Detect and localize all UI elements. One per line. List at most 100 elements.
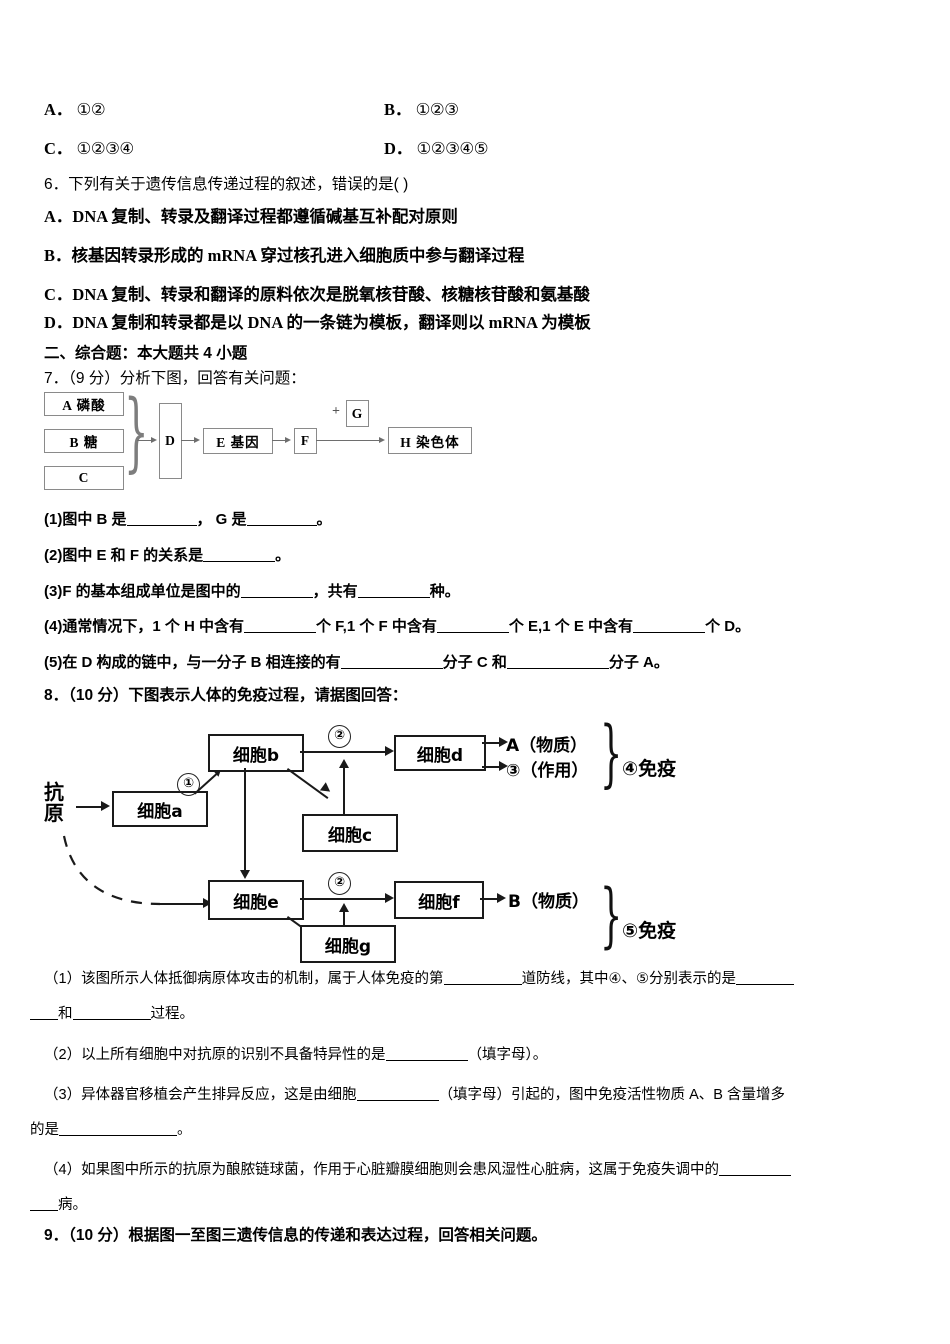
q5-option-a-text: ①② xyxy=(76,100,106,119)
q8-item-1-blank-4[interactable] xyxy=(72,1005,151,1021)
q8-item-1-blank-2[interactable] xyxy=(736,970,795,986)
q7-stem: 7．（9 分）分析下图，回答有关问题： xyxy=(44,370,306,387)
q7-arrow-d-to-e xyxy=(181,440,195,441)
q8-item-1-text-2: 道防线，其中④、⑤分别表示的是 xyxy=(521,971,737,987)
q7-box-d: D xyxy=(159,403,182,479)
q8-item-2: （2）以上所有细胞中对抗原的识别不具备特异性的是 （填字母）。 xyxy=(44,1043,547,1064)
q8-brace-bottom: } xyxy=(600,874,623,956)
q6-option-a-label: A． xyxy=(44,207,73,226)
q5-option-c-text: ①②③④ xyxy=(76,139,135,158)
q5-option-row-cd: C． ①②③④ D． ①②③④⑤ xyxy=(44,135,724,159)
q7-arrow-e-to-f xyxy=(272,440,286,441)
q8-arrowhead-d-to-a xyxy=(499,737,508,747)
q8-line-e-to-f xyxy=(300,898,386,900)
q8-item-1-text-1: （1）该图所示人体抵御病原体攻击的机制，属于人体免疫的第 xyxy=(44,971,444,987)
q5-option-a-label: A． xyxy=(44,100,73,119)
q8-item-3-blank-1[interactable] xyxy=(356,1086,439,1102)
q7-item-4-pre: (4)通常情况下，1 个 H 中含有 xyxy=(44,618,245,635)
q5-option-d: D． ①②③④⑤ xyxy=(384,135,724,159)
q7-item-5-pre: (5)在 D 构成的链中，与一分子 B 相连接的有 xyxy=(44,654,341,671)
q8-item-4-blank-2[interactable] xyxy=(30,1196,58,1212)
q7-diagram: A 磷酸 B 糖 C } D E 基因 F + G H 染色体 xyxy=(44,382,472,496)
q8-arrowhead-e-to-f xyxy=(385,893,394,903)
q6-stem: 6．下列有关于遗传信息传递过程的叙述，错误的是( ) xyxy=(44,176,409,193)
q7-item-1: (1)图中 B 是， G 是。 xyxy=(44,508,332,529)
q7-item-2-post: 。 xyxy=(275,547,291,564)
q7-item-5-blank-1[interactable] xyxy=(340,654,443,670)
q7-arrowhead-brace-to-d xyxy=(151,436,157,443)
q8-arrowhead-g-up xyxy=(339,903,349,912)
q8-item-1-text-3: 和 xyxy=(58,1006,73,1022)
q7-item-5: (5)在 D 构成的链中，与一分子 B 相连接的有分子 C 和分子 A。 xyxy=(44,651,669,672)
q7-item-5-post: 分子 A。 xyxy=(608,654,669,671)
q7-arrowhead-e-to-f xyxy=(285,436,291,443)
q8-step-2-marker-top: ② xyxy=(328,725,351,748)
q7-item-4-blank-3[interactable] xyxy=(633,618,706,634)
q7-item-4-blank-2[interactable] xyxy=(436,618,509,634)
q7-item-5-blank-2[interactable] xyxy=(506,654,609,670)
q5-option-a: A． ①② xyxy=(44,96,384,120)
q8-item-1-blank-1[interactable] xyxy=(443,970,522,986)
q8-item-2-text-2: （填字母）。 xyxy=(467,1047,548,1063)
q5-option-row-ab: A． ①② B． ①②③ xyxy=(44,96,724,120)
q8-item-2-blank-1[interactable] xyxy=(385,1046,468,1062)
q7-item-4-blank-1[interactable] xyxy=(244,618,317,634)
q8-dashed-path xyxy=(62,835,161,906)
q8-item-1-blank-3[interactable] xyxy=(30,1005,58,1021)
q7-item-3: (3)F 的基本组成单位是图中的，共有种。 xyxy=(44,580,460,601)
q7-item-4-post: 个 E,1 个 E 中含有 xyxy=(508,618,634,635)
q8-arrow-dashed-to-e xyxy=(156,903,204,905)
q8-box-cell-a: 细胞a xyxy=(112,791,208,827)
q8-arrowhead-b-to-d xyxy=(385,746,394,756)
q8-line-f-to-b xyxy=(480,898,498,900)
q7-box-h-chromosome: H 染色体 xyxy=(388,427,472,454)
q8-brace-top-label: ④免疫 xyxy=(622,758,677,780)
q7-item-1-blank-2[interactable] xyxy=(246,511,317,527)
q8-item-3-text-4: 。 xyxy=(177,1122,192,1138)
q7-item-1-blank-1[interactable] xyxy=(126,511,197,527)
q8-box-cell-d: 细胞d xyxy=(394,735,486,771)
q8-step-2-marker-bottom: ② xyxy=(328,872,351,895)
q7-box-a-phosphate: A 磷酸 xyxy=(44,392,124,416)
q7-item-1-post: 。 xyxy=(316,511,332,528)
q6-option-c: C． DNA 复制、转录和翻译的原料依次是脱氧核苷酸、核糖核苷酸和氨基酸 xyxy=(44,281,590,305)
q6-option-c-text: DNA 复制、转录和翻译的原料依次是脱氧核苷酸、核糖核苷酸和氨基酸 xyxy=(72,285,590,304)
q8-item-1-text-4: 过程。 xyxy=(150,1006,195,1022)
q6-option-c-label: C． xyxy=(44,285,73,304)
q6-option-b-label: B． xyxy=(44,246,72,265)
q8-box-cell-f: 细胞f xyxy=(394,881,484,919)
q8-step-1-marker: ① xyxy=(177,773,200,796)
q8-arrow-antigen-to-a xyxy=(76,806,102,808)
q7-plus-sign: + xyxy=(332,404,340,419)
q7-group-brace: } xyxy=(124,382,149,482)
q9-stem: 9．（10 分）根据图一至图三遗传信息的传递和表达过程，回答相关问题。 xyxy=(44,1227,547,1244)
q6-option-a-text: DNA 复制、转录及翻译过程都遵循碱基互补配对原则 xyxy=(72,207,458,226)
q8-arrow-b-to-c xyxy=(286,768,329,800)
q7-item-3-blank-1[interactable] xyxy=(240,583,313,599)
q7-arrow-brace-to-d xyxy=(137,440,152,441)
q5-option-b-label: B． xyxy=(384,100,412,119)
q8-antigen-label: 抗 原 xyxy=(44,782,64,824)
q7-item-2-blank-1[interactable] xyxy=(203,547,276,563)
q8-stem: 8．（10 分）下图表示人体的免疫过程，请据图回答： xyxy=(44,687,408,704)
q8-arrowhead-dashed-to-e xyxy=(203,898,212,908)
q8-item-4-line-2: 病。 xyxy=(30,1193,87,1214)
q8-diagram: 抗 原 细胞a ① 细胞b ② 细胞c xyxy=(44,714,724,963)
q8-item-2-text-1: （2）以上所有细胞中对抗原的识别不具备特异性的是 xyxy=(44,1047,386,1063)
q8-arrowhead-antigen-to-a xyxy=(101,801,110,811)
q8-arrowhead-f-to-b xyxy=(497,893,506,903)
q7-box-f: F xyxy=(294,428,317,454)
q7-item-3-blank-2[interactable] xyxy=(357,583,430,599)
q8-line-g-up xyxy=(343,906,345,926)
section-2-heading: 二、综合题：本大题共 4 小题 xyxy=(44,345,248,362)
q8-item-4-blank-1[interactable] xyxy=(719,1161,792,1177)
q7-item-1-mid: ， G 是 xyxy=(196,511,247,528)
q8-item-4-text-1: （4）如果图中所示的抗原为酿脓链球菌，作用于心脏瓣膜细胞则会患风湿性心脏病，这属… xyxy=(44,1162,720,1178)
q5-option-d-label: D． xyxy=(384,139,413,158)
q8-output-b-substance: B（物质） xyxy=(508,892,589,912)
q8-item-3-blank-2[interactable] xyxy=(59,1121,177,1137)
q5-option-c-label: C． xyxy=(44,139,73,158)
q7-item-3-pre: (3)F 的基本组成单位是图中的 xyxy=(44,583,241,600)
q5-option-d-text: ①②③④⑤ xyxy=(416,139,489,158)
q8-arrowhead-d-to-a2 xyxy=(499,761,508,771)
